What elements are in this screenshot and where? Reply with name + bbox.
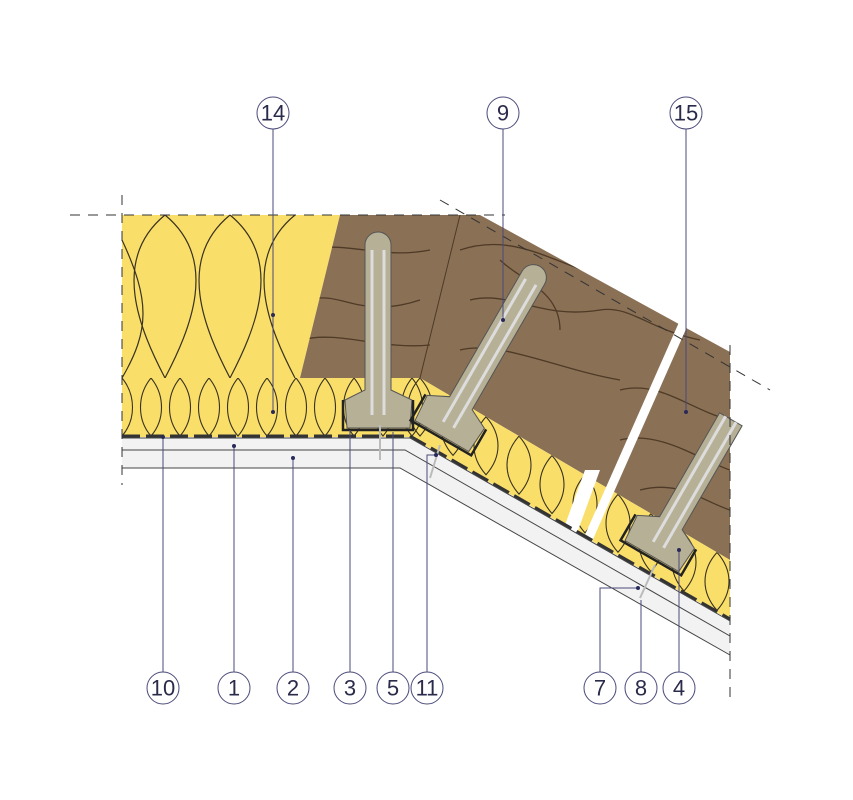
hanger-2 [408,264,547,458]
svg-text:8: 8 [635,676,647,701]
callout-10: 10 [146,671,180,705]
callout-9: 9 [486,96,520,130]
svg-text:1: 1 [228,676,240,701]
leader-dots [161,313,688,590]
extent-lines [70,195,771,700]
svg-text:14: 14 [261,101,285,126]
svg-text:4: 4 [673,676,685,701]
callout-8: 8 [624,671,658,705]
callout-7: 7 [583,671,617,705]
screws [379,425,656,599]
svg-text:7: 7 [594,676,606,701]
svg-text:5: 5 [387,676,399,701]
svg-text:11: 11 [416,676,439,701]
svg-text:9: 9 [497,101,509,126]
hanger-3 [618,412,743,578]
svg-text:2: 2 [287,676,299,701]
callout-3: 3 [333,671,367,705]
vapour-membrane [122,434,731,621]
svg-text:15: 15 [674,101,698,126]
leader-lines [162,129,687,672]
plaster-boards [122,437,731,656]
hanger-1 [341,231,415,432]
callout-1: 1 [217,671,251,705]
svg-text:3: 3 [344,676,356,701]
callout-5: 5 [376,671,410,705]
callout-14: 14 [256,96,290,130]
callout-4: 4 [662,671,696,705]
callout-11: 11 [410,671,444,705]
callout-15: 15 [669,96,703,130]
callout-2: 2 [276,671,310,705]
svg-text:10: 10 [151,676,175,701]
